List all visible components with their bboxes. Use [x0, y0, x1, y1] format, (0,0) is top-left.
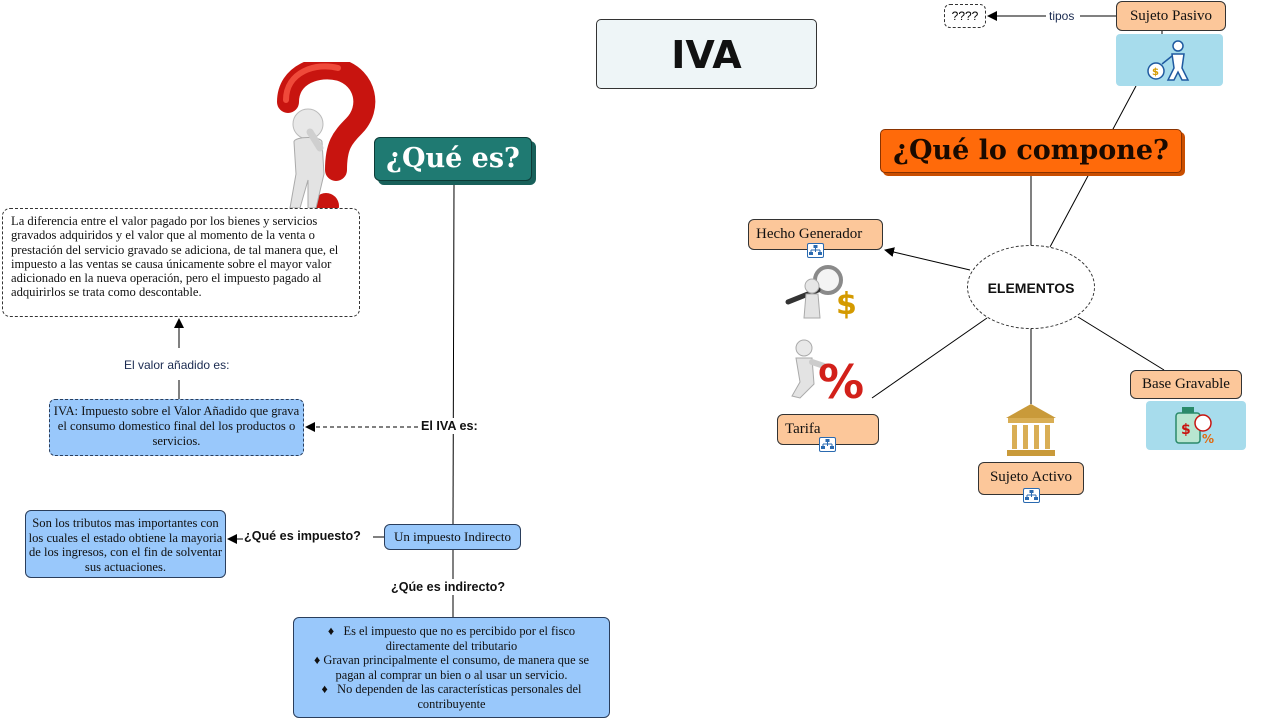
- tributos-definition[interactable]: Son los tributos mas importantes con los…: [25, 510, 226, 578]
- bullet-icon: ♦: [321, 682, 328, 696]
- submap-icon[interactable]: [1023, 488, 1040, 503]
- impuesto-indirecto-node[interactable]: Un impuesto Indirecto: [384, 524, 521, 550]
- page-title[interactable]: IVA: [596, 19, 817, 89]
- valor-anadido-definition[interactable]: La diferencia entre el valor pagado por …: [2, 208, 360, 317]
- svg-text:$: $: [836, 287, 857, 322]
- magnifier-dollar-icon: $: [778, 262, 860, 322]
- iva-definition[interactable]: IVA: Impuesto sobre el Valor Añadido que…: [49, 399, 304, 456]
- bank-building-icon: [1004, 402, 1058, 458]
- valor-anadido-label: El valor añadido es:: [124, 357, 230, 373]
- bullet-icon: ♦: [327, 624, 335, 638]
- iva-es-label: El IVA es:: [419, 418, 480, 434]
- unknown-node[interactable]: ????: [944, 4, 986, 28]
- submap-icon[interactable]: [819, 437, 836, 452]
- sujeto-activo-node[interactable]: Sujeto Activo: [978, 462, 1084, 495]
- question-figure-icon: [270, 57, 382, 222]
- sujeto-pasivo-node[interactable]: Sujeto Pasivo: [1116, 1, 1226, 31]
- bullet-item: ♦ Es el impuesto que no es percibido por…: [327, 624, 576, 653]
- svg-text:$: $: [1181, 422, 1191, 438]
- svg-text:%: %: [818, 355, 864, 404]
- que-es-impuesto-label: ¿Qué es impuesto?: [244, 528, 361, 544]
- bullet-item: ♦ No dependen de las características per…: [321, 682, 582, 711]
- percent-figure-icon: %: [778, 336, 870, 409]
- bullet-icon: ♦: [313, 653, 321, 667]
- svg-text:%: %: [1202, 432, 1214, 446]
- hecho-generador-node[interactable]: Hecho Generador: [748, 219, 883, 250]
- que-es-indirecto-label: ¿Qúe es indirecto?: [389, 579, 508, 595]
- submap-icon[interactable]: [807, 243, 824, 258]
- que-lo-compone-topic[interactable]: ¿Qué lo compone?: [880, 129, 1182, 173]
- person-money-icon: $: [1116, 34, 1223, 86]
- elementos-node[interactable]: ELEMENTOS: [967, 245, 1095, 329]
- price-tag-icon: $ %: [1146, 401, 1246, 450]
- base-gravable-node[interactable]: Base Gravable: [1130, 370, 1242, 399]
- tipos-label: tipos: [1047, 8, 1077, 24]
- svg-text:$: $: [1152, 67, 1159, 78]
- que-es-topic[interactable]: ¿Qué es?: [374, 137, 532, 181]
- bullet-item: ♦ Gravan principalmente el consumo, de m…: [313, 653, 590, 682]
- indirecto-bullets[interactable]: ♦ Es el impuesto que no es percibido por…: [293, 617, 610, 718]
